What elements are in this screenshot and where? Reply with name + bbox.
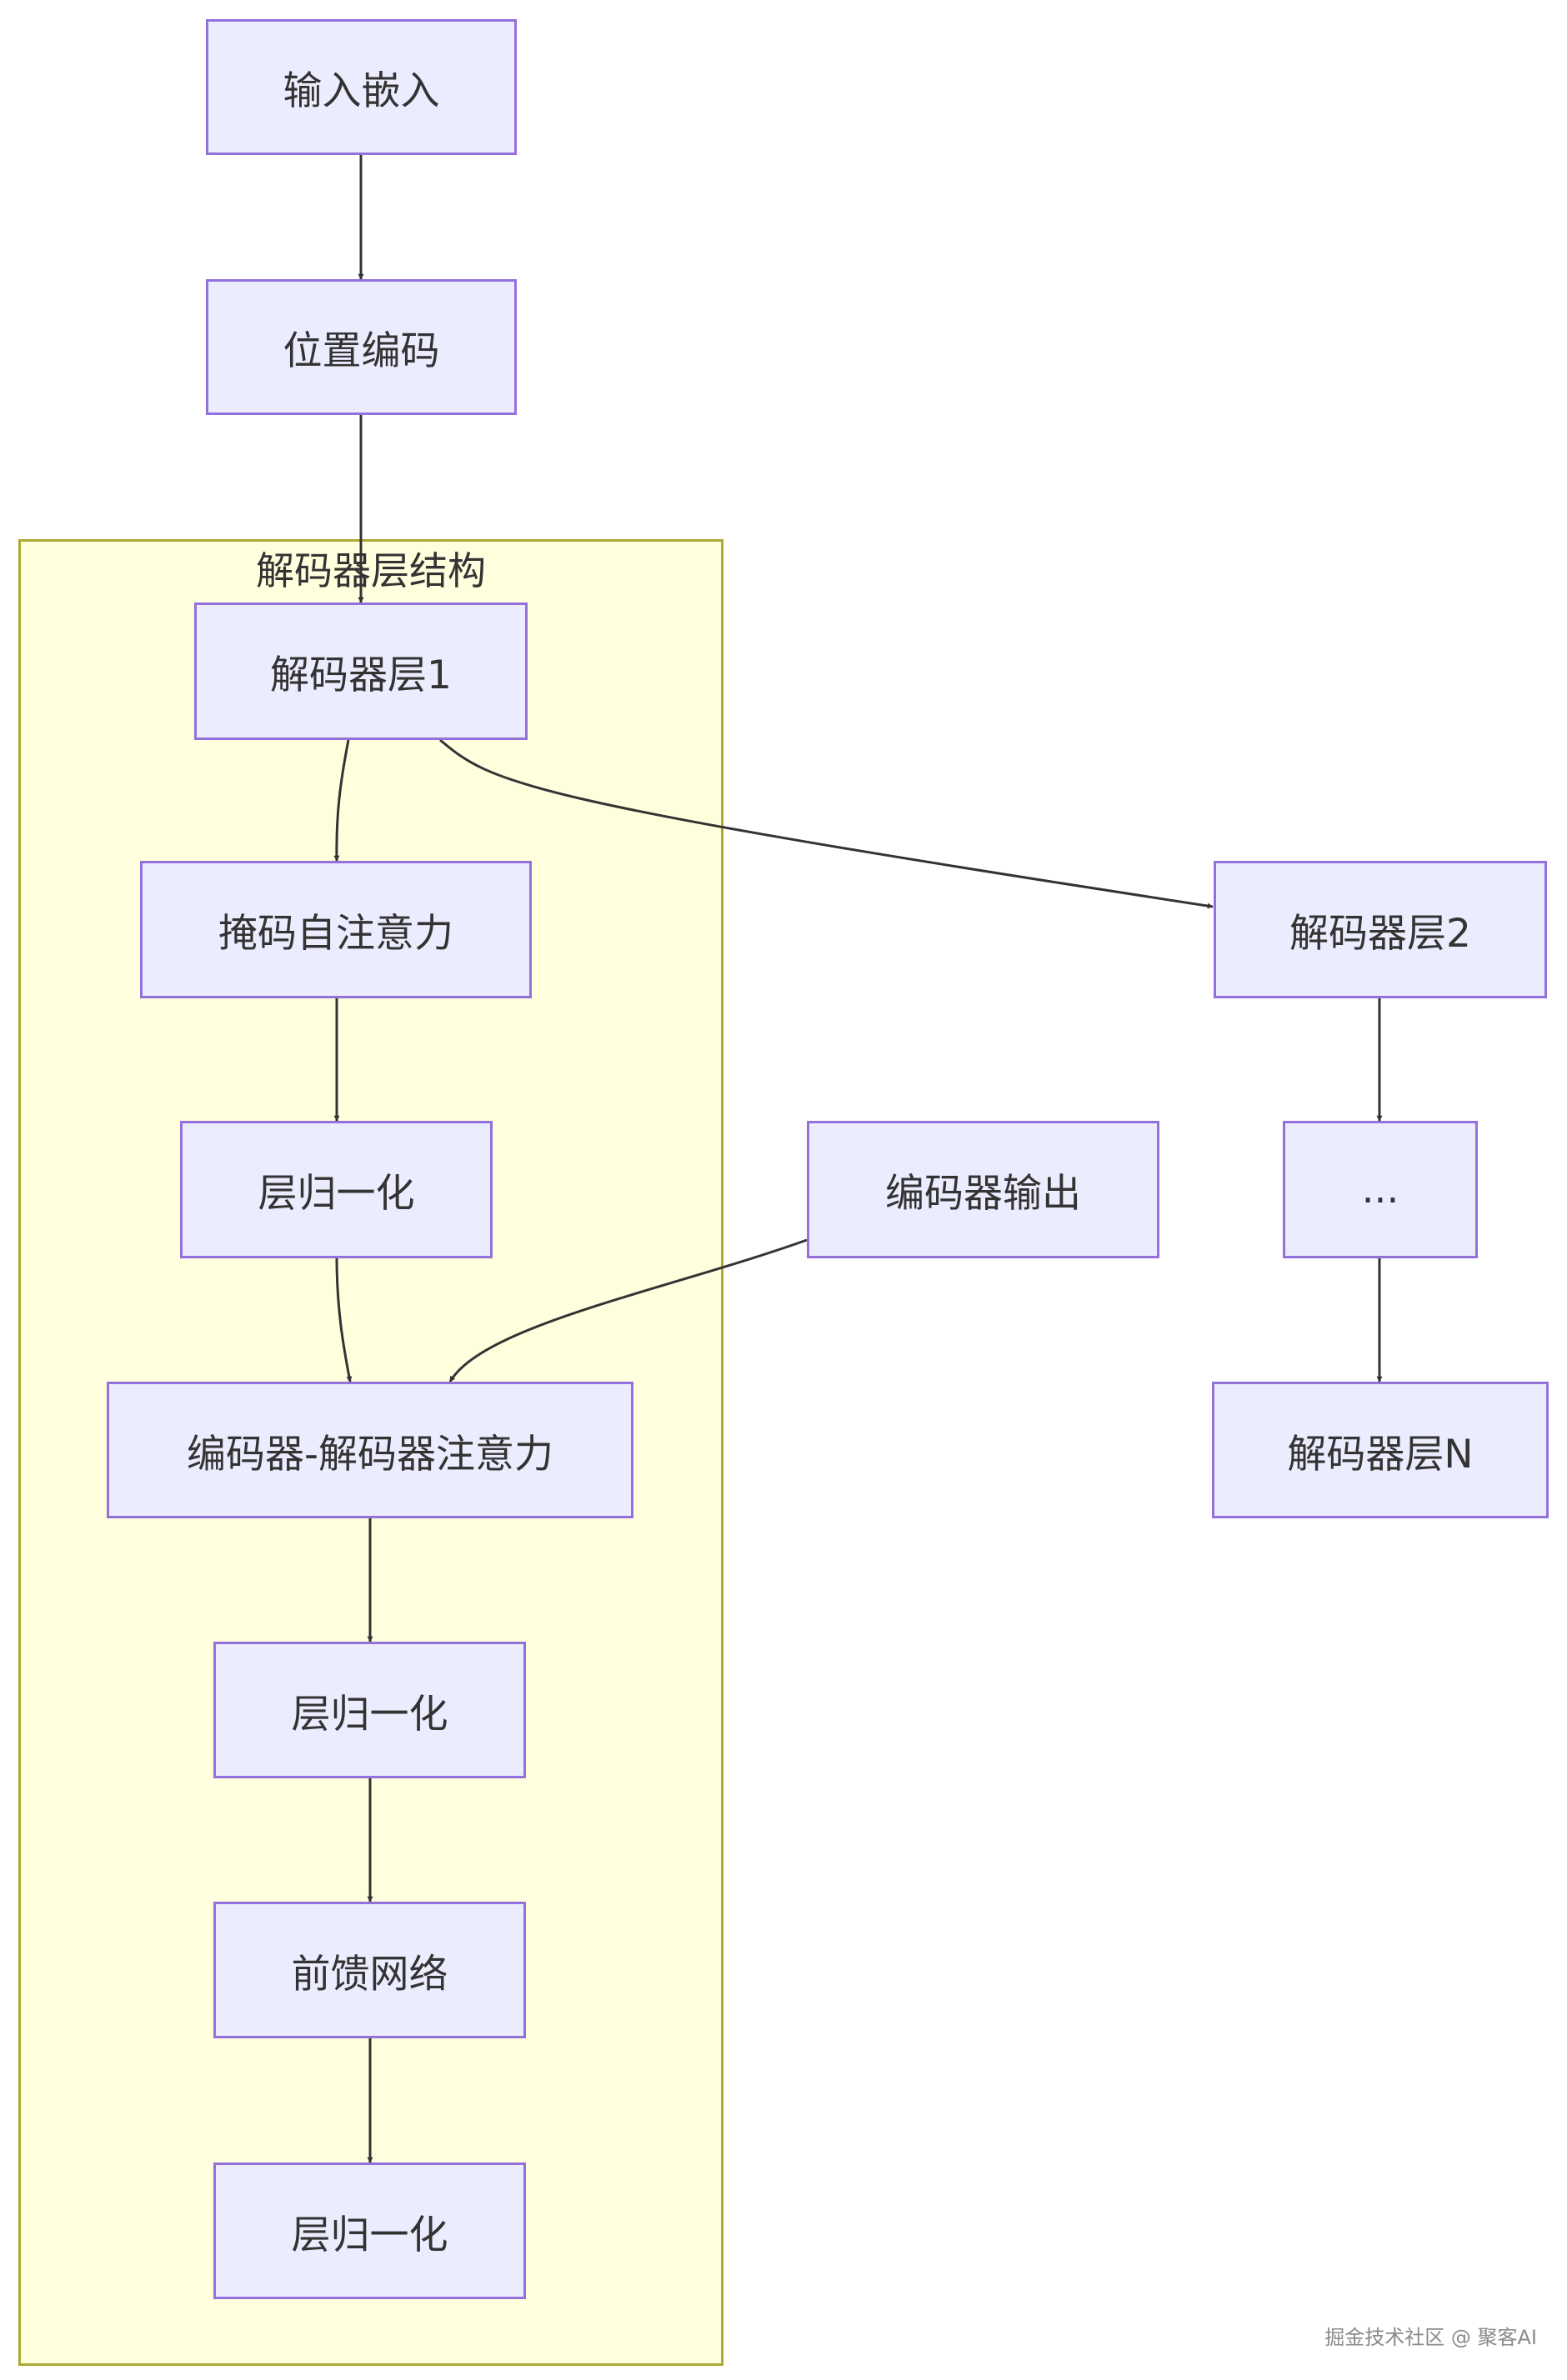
decoder-layer-1-node[interactable]: 解码器层1 xyxy=(194,602,528,740)
encoder-output-node[interactable]: 编码器输出 xyxy=(807,1121,1159,1258)
layer-norm-1-node[interactable]: 层归一化 xyxy=(180,1121,493,1258)
decoder-layer-2-node[interactable]: 解码器层2 xyxy=(1214,861,1547,998)
decoder-layer-n-node[interactable]: 解码器层N xyxy=(1212,1382,1549,1518)
masked-self-attention-node[interactable]: 掩码自注意力 xyxy=(140,861,532,998)
watermark-text: 掘金技术社区 @ 聚客AI xyxy=(1324,2326,1537,2349)
encoder-decoder-attention-node[interactable]: 编码器-解码器注意力 xyxy=(107,1382,633,1518)
positional-encoding-node[interactable]: 位置编码 xyxy=(206,279,517,415)
cluster-title: 解码器层结构 xyxy=(256,548,486,593)
layer-norm-3-node[interactable]: 层归一化 xyxy=(213,2162,526,2299)
layer-norm-2-node[interactable]: 层归一化 xyxy=(213,1642,526,1778)
ellipsis-node[interactable]: ... xyxy=(1283,1121,1478,1258)
feed-forward-network-node[interactable]: 前馈网络 xyxy=(213,1902,526,2038)
input-embedding-node[interactable]: 输入嵌入 xyxy=(206,19,517,155)
